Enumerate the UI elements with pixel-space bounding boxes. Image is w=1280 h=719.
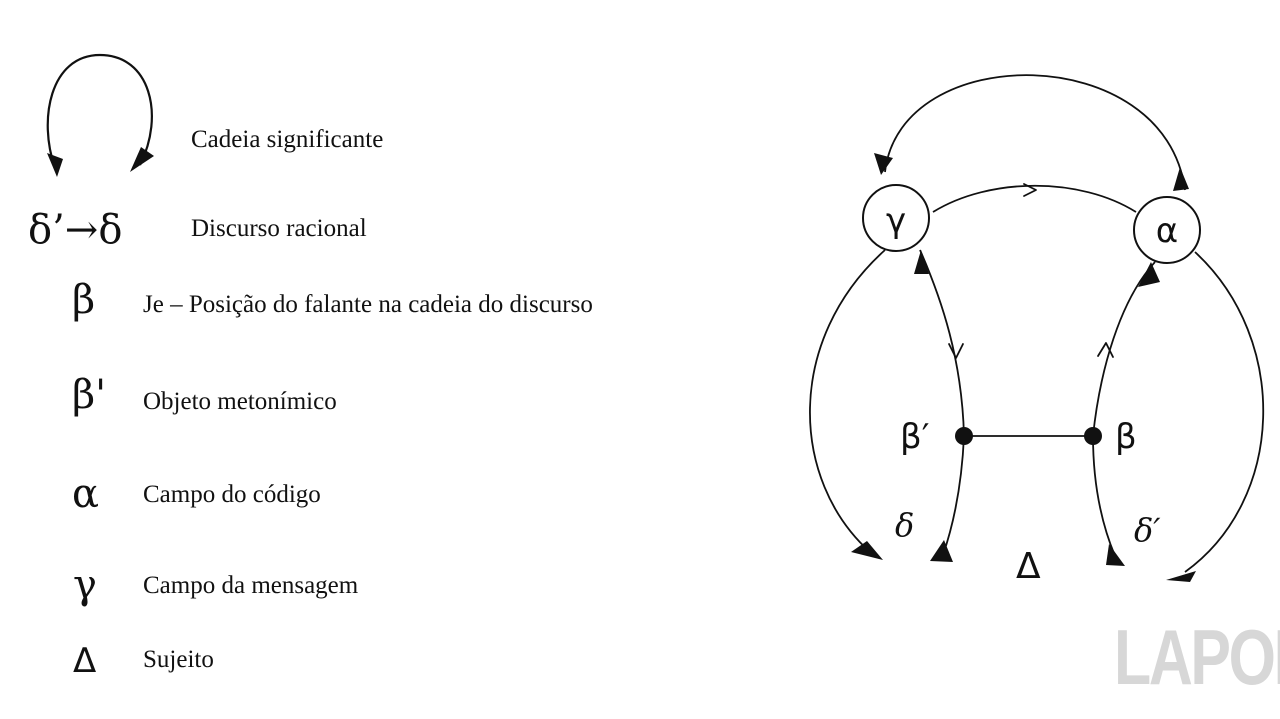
gamma-label: Campo da mensagem xyxy=(143,572,359,599)
beta-path-mid-arrow xyxy=(1097,342,1114,358)
gamma-node: γ xyxy=(862,184,930,252)
left-outer-arc xyxy=(809,249,886,553)
right-outer-arc xyxy=(1184,251,1265,573)
top-arc-arrowhead xyxy=(874,153,893,175)
alpha-symbol: α xyxy=(72,471,100,517)
delta-small-label: δ xyxy=(895,506,914,544)
beta-alpha-path xyxy=(1092,261,1156,437)
beta-prime-symbol: β' xyxy=(72,372,107,418)
gamma-path-mid-arrow xyxy=(948,343,964,359)
right-outer-arrowhead xyxy=(1166,571,1196,582)
lapol-watermark-logo: LAPOL xyxy=(1114,613,1280,701)
alpha-node: α xyxy=(1133,196,1201,264)
signifying-chain-loop-icon xyxy=(46,53,153,169)
subject-label: Δ xyxy=(1016,546,1041,587)
chain-label: Cadeia significante xyxy=(191,126,384,153)
delta-symbol: Δ xyxy=(73,641,97,681)
beta-prime-label: Objeto metonímico xyxy=(143,388,337,415)
top-arc-mid-arrow xyxy=(1023,183,1037,197)
top-arc xyxy=(884,74,1186,191)
discourse-symbol: δ’→δ xyxy=(28,207,123,253)
beta-prime-dot xyxy=(955,427,973,445)
loop-left-arrowhead xyxy=(47,153,63,177)
beta-node-label: β xyxy=(1115,417,1137,457)
gamma-node-label: γ xyxy=(886,201,906,241)
gamma-symbol: γ xyxy=(73,562,97,608)
discourse-label: Discurso racional xyxy=(191,215,367,242)
delta-label: Sujeito xyxy=(143,646,214,673)
delta-prime-beta-path xyxy=(1092,435,1116,557)
gamma-down-arrowhead xyxy=(914,250,929,274)
beta-prime-delta-path xyxy=(942,435,965,556)
beta-label: Je – Posição do falante na cadeia do dis… xyxy=(143,291,593,318)
alpha-down-arrowhead xyxy=(1138,262,1160,287)
beta-dot xyxy=(1084,427,1102,445)
beta-symbol: β xyxy=(72,277,96,323)
alpha-up-arrowhead xyxy=(1173,167,1189,191)
alpha-node-label: α xyxy=(1156,211,1178,251)
delta-arrowhead xyxy=(930,540,953,562)
delta-prime-small-label: δ′ xyxy=(1134,511,1161,549)
left-outer-arrowhead xyxy=(851,541,883,560)
gamma-beta-prime-path xyxy=(919,249,965,437)
alpha-label: Campo do código xyxy=(143,481,321,508)
beta-prime-node-label: β′ xyxy=(900,417,929,457)
gamma-alpha-arc xyxy=(932,184,1137,213)
loop-right-arrowhead xyxy=(130,147,154,172)
delta-prime-arrowhead xyxy=(1106,544,1125,566)
